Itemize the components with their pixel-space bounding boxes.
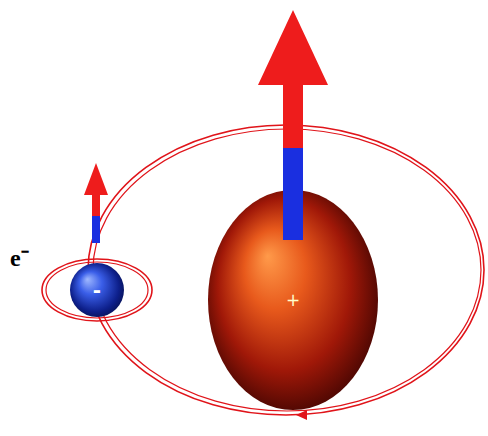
electron-spin-orbit-inner xyxy=(46,262,148,318)
node-text-holder: + xyxy=(208,190,378,410)
particle-label: e⁻ xyxy=(10,240,29,273)
spin-arrow-shaft-blue xyxy=(92,216,100,243)
orbit-direction-arrow xyxy=(296,410,307,420)
spin-arrow-head xyxy=(258,10,328,85)
charge-sign: - xyxy=(93,278,101,302)
electron-body xyxy=(70,263,124,317)
spin-arrow-shaft-blue xyxy=(283,148,303,240)
charge-sign: + xyxy=(286,290,300,310)
nucleus-orbit xyxy=(88,125,484,415)
spin-arrow-head xyxy=(84,163,108,195)
spin-arrow xyxy=(84,163,108,245)
spin-arrow xyxy=(258,10,328,242)
node-text-holder: - xyxy=(70,263,124,317)
nucleus-ellipsoid: + xyxy=(208,190,378,410)
spin-arrow-shaft-red xyxy=(92,194,100,216)
electron-sphere: - xyxy=(70,263,124,317)
nucleus-orbit-inner xyxy=(93,129,481,411)
electron-spin-orbit xyxy=(42,259,152,321)
spin-arrow-shaft-red xyxy=(283,84,303,148)
